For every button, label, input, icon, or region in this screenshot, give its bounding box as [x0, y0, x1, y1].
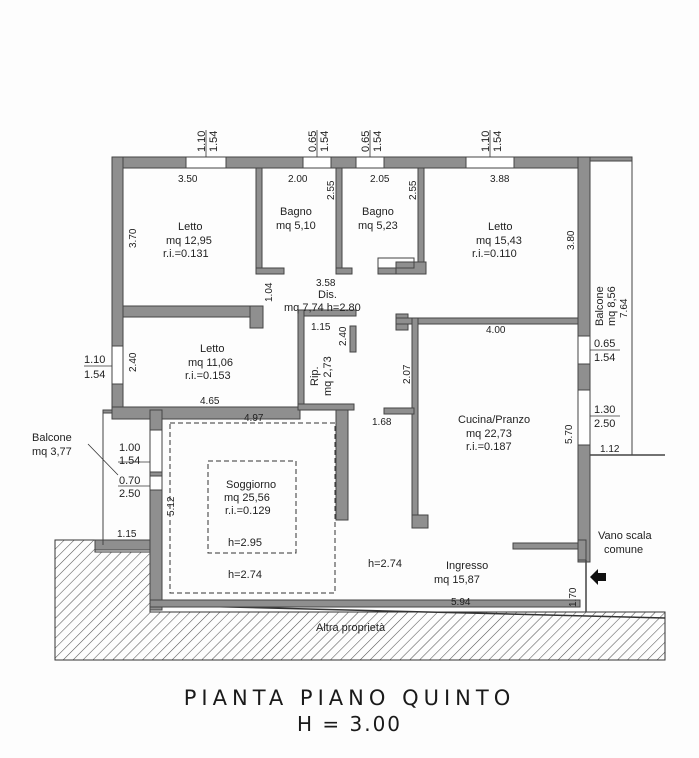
cucina-wall-len: 2.07 — [402, 364, 413, 384]
ingresso-wall-len: 1.68 — [372, 417, 392, 428]
letto3-width: 4.65 — [200, 396, 220, 407]
rip-name: Rip. — [309, 366, 321, 386]
window-dim-lines — [84, 130, 620, 487]
window-8-width: 0.65 — [594, 338, 615, 350]
rip-area: mq 2,73 — [322, 356, 334, 396]
stairs-label-2: comune — [604, 544, 643, 556]
cucina-width: 4.00 — [486, 325, 506, 336]
letto3-area: mq 11,06 — [188, 357, 233, 369]
window-9-height: 2.50 — [594, 418, 615, 430]
bagno1-name: Bagno — [280, 206, 312, 218]
window-6-height: 1.54 — [119, 455, 140, 467]
stairs-label-1: Vano scala — [598, 530, 652, 542]
bagno2-depth: 2.55 — [408, 180, 419, 200]
window-7-width: 0.70 — [119, 475, 140, 487]
letto2-name: Letto — [488, 221, 512, 233]
window-9-width: 1.30 — [594, 404, 615, 416]
window-2-width: 0.65 — [307, 131, 319, 152]
letto1-width: 3.50 — [178, 174, 198, 185]
soggiorno-width: 4.97 — [244, 413, 264, 424]
balcone-right-length: 7.64 — [619, 298, 630, 318]
soggiorno-depth: 5.12 — [166, 496, 177, 516]
cucina-name: Cucina/Pranzo — [458, 414, 530, 426]
window-8-height: 1.54 — [594, 352, 615, 364]
window-6-width: 1.00 — [119, 442, 140, 454]
letto1-area: mq 12,95 — [166, 235, 212, 247]
letto3-ri: r.i.=0.153 — [185, 370, 231, 382]
left-ground-strip — [94, 539, 154, 551]
dis-name: Dis. — [318, 289, 337, 301]
soggiorno-area: mq 25,56 — [224, 492, 270, 504]
letto2-depth: 3.80 — [566, 230, 577, 250]
cucina-depth: 5.70 — [564, 424, 575, 444]
ingresso-h: h=2.74 — [368, 558, 402, 570]
soggiorno-name: Soggiorno — [226, 479, 276, 491]
soggiorno-ri: r.i.=0.129 — [225, 505, 271, 517]
plan-title: PIANTA PIANO QUINTO — [183, 686, 516, 710]
letto3-notch: 1.04 — [264, 282, 275, 302]
bagno2-area: mq 5,23 — [358, 220, 398, 232]
rip-width: 1.15 — [311, 322, 331, 333]
other-property-label: Altra proprietà — [316, 622, 386, 634]
balcone-left-name: Balcone — [32, 432, 72, 444]
letto2-width: 3.88 — [490, 174, 510, 185]
ingresso-area: mq 15,87 — [434, 574, 480, 586]
ingresso-name: Ingresso — [446, 560, 488, 572]
balcone-right-area: mq 8,56 — [606, 286, 618, 326]
letto1-ri: r.i.=0.131 — [163, 248, 209, 260]
balcone-right-name: Balcone — [594, 286, 606, 326]
window-1-height: 1.54 — [208, 131, 220, 152]
letto1-depth: 3.70 — [128, 228, 139, 248]
walls — [102, 156, 633, 611]
window-3-width: 0.65 — [360, 131, 372, 152]
dis-width: 3.58 — [316, 278, 336, 289]
window-1-width: 1.10 — [196, 131, 208, 152]
balcone-right-width: 1.12 — [600, 444, 620, 455]
soggiorno-h-outer: h=2.74 — [228, 569, 262, 581]
window-7-height: 2.50 — [119, 488, 140, 500]
cucina-ri: r.i.=0.187 — [466, 441, 512, 453]
floor-height: H = 3.00 — [296, 712, 403, 736]
ingresso-width: 5.94 — [451, 597, 471, 608]
entrance-arrow-icon — [590, 569, 606, 585]
bath-fixture — [377, 257, 415, 269]
window-5-height: 1.54 — [84, 369, 105, 381]
balcone-left-area: mq 3,77 — [32, 446, 72, 458]
letto3-name: Letto — [200, 343, 224, 355]
bagno2-width: 2.05 — [370, 174, 390, 185]
soggiorno-h-inner: h=2.95 — [228, 537, 262, 549]
window-5-width: 1.10 — [84, 354, 105, 366]
rip-depth: 2.40 — [338, 326, 349, 346]
balcone-left-width: 1.15 — [117, 529, 137, 540]
window-4-width: 1.10 — [480, 131, 492, 152]
letto1-name: Letto — [178, 221, 202, 233]
bagno1-width: 2.00 — [288, 174, 308, 185]
bagno2-name: Bagno — [362, 206, 394, 218]
cucina-area: mq 22,73 — [466, 428, 512, 440]
bagno1-depth: 2.55 — [326, 180, 337, 200]
dis-area: mq 7,74 h=2.80 — [284, 302, 361, 314]
window-4-height: 1.54 — [492, 131, 504, 152]
letto3-depth: 2.40 — [128, 352, 139, 372]
ingresso-depth: 1.70 — [568, 587, 579, 607]
soggiorno-ceiling-inner — [207, 460, 297, 554]
window-3-height: 1.54 — [372, 131, 384, 152]
window-2-height: 1.54 — [319, 131, 331, 152]
letto2-area: mq 15,43 — [476, 235, 522, 247]
bagno1-area: mq 5,10 — [276, 220, 316, 232]
soggiorno-ceiling-outer — [169, 422, 336, 594]
window-openings — [111, 156, 591, 491]
letto2-ri: r.i.=0.110 — [472, 248, 517, 260]
